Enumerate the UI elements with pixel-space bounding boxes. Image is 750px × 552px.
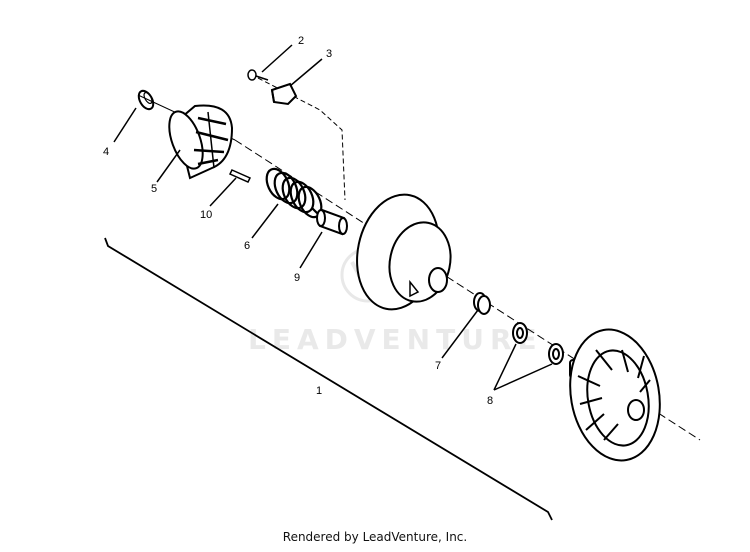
part-5-cam bbox=[168, 104, 234, 180]
part-7-spacer bbox=[473, 292, 491, 315]
callout-7: 7 bbox=[435, 360, 441, 372]
callout-4: 4 bbox=[103, 146, 109, 158]
callout-3: 3 bbox=[326, 48, 332, 60]
callout-8: 8 bbox=[487, 395, 493, 407]
part-2-screw bbox=[247, 69, 269, 81]
watermark-text: LEADVENTURE bbox=[248, 323, 543, 356]
callout-5: 5 bbox=[151, 183, 157, 195]
part-1-bracket bbox=[104, 237, 553, 521]
part-9-bushing bbox=[316, 208, 348, 236]
callout-10: 10 bbox=[200, 209, 212, 221]
footer-credit: Rendered by LeadVenture, Inc. bbox=[282, 530, 468, 544]
callout-labels: 2 3 4 5 10 6 9 7 8 1 bbox=[103, 35, 493, 407]
callout-1: 1 bbox=[316, 385, 322, 397]
sheave bbox=[356, 193, 452, 311]
part-3-block bbox=[270, 82, 298, 106]
callout-6: 6 bbox=[244, 240, 250, 252]
leader-lines bbox=[113, 44, 553, 391]
part-8-washers bbox=[512, 322, 564, 365]
part-10-key bbox=[228, 169, 252, 183]
callout-9: 9 bbox=[294, 272, 300, 284]
movable-sheave bbox=[569, 328, 661, 462]
callout-2: 2 bbox=[298, 35, 304, 47]
part-4-retaining-ring bbox=[137, 89, 155, 111]
